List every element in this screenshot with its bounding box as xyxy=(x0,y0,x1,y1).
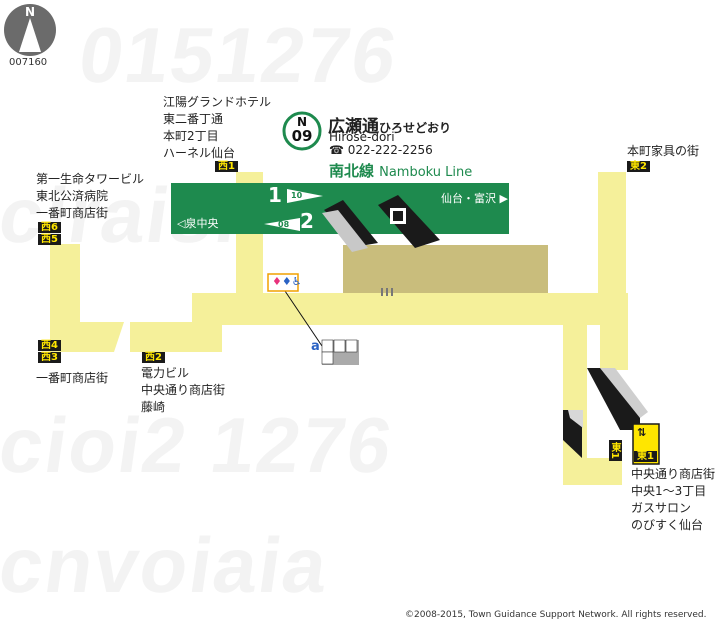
next-station-up: 10 xyxy=(291,191,303,200)
label-w3-destinations: 一番町商店街 xyxy=(36,371,109,385)
flag-down-icon xyxy=(264,218,300,231)
exit-w2: 西2 xyxy=(142,352,165,363)
copyright: ©2008-2015, Town Guidance Support Networ… xyxy=(405,610,707,620)
phone-icon: ☎ xyxy=(329,143,344,157)
compass-letter: N xyxy=(24,5,36,19)
main-corridor xyxy=(192,293,628,325)
escalator-e1 xyxy=(587,368,640,430)
phone-icon xyxy=(321,351,334,365)
exit-e2: 東2 xyxy=(627,161,650,172)
exit-e1-vertical: 東1 xyxy=(609,440,622,461)
escalator-e1-gray xyxy=(600,368,648,418)
flag-up-icon xyxy=(287,189,323,203)
label-e2-destinations: 本町家具の街 xyxy=(627,144,700,158)
compass: N xyxy=(4,4,56,56)
line-name-jp: 南北線 xyxy=(329,162,375,180)
corridor-w2-slope xyxy=(130,293,220,352)
station-name-kana: ひろせどおり xyxy=(379,121,452,135)
person-icon xyxy=(345,339,358,353)
station-name-kanji: 広瀬通 xyxy=(328,117,379,137)
restroom-male-icon: ♦ xyxy=(281,275,292,288)
wheelchair-icon xyxy=(321,339,334,353)
direction-right: 仙台・富沢 ▶ xyxy=(441,192,508,205)
line-name-en: Namboku Line xyxy=(379,165,473,180)
ticket-gate-icon xyxy=(381,288,393,296)
corridor-e1 xyxy=(563,325,587,485)
phone-number: 022-222-2256 xyxy=(347,143,433,157)
concourse-block xyxy=(343,245,548,293)
station-phone: ☎ 022-222-2256 xyxy=(329,143,433,157)
direction-left: ◁泉中央 xyxy=(177,217,219,230)
label-e1-destinations: 中央通り商店街 中央1～3丁目 ガスサロン のびすく仙台 xyxy=(631,467,716,532)
restroom-female-icon: ♦ xyxy=(272,275,282,288)
station-badge xyxy=(282,111,322,151)
restroom-icon xyxy=(267,273,299,292)
north-arrow-icon xyxy=(19,18,41,52)
car-icon xyxy=(333,339,346,353)
exit-w4: 西4 xyxy=(38,340,61,351)
line-name: 南北線 Namboku Line xyxy=(329,160,472,181)
exit-w5: 西5 xyxy=(38,234,61,245)
stair-platform-1-gray xyxy=(322,210,368,252)
station-number: 09 xyxy=(291,127,313,145)
station-name: 広瀬通ひろせどおり xyxy=(328,112,451,137)
exit-w6: 西6 xyxy=(38,222,61,233)
facility-marker: a xyxy=(311,339,320,354)
label-w1-destinations: 江陽グランドホテル 東二番丁通 本町2丁目 ハーネル仙台 xyxy=(163,95,272,160)
accessible-icon: ♿ xyxy=(291,275,302,288)
track-2-number: 2 xyxy=(300,209,314,233)
map-code: 007160 xyxy=(9,57,48,68)
exit-w1: 西1 xyxy=(215,161,238,172)
next-station-down: 08 xyxy=(278,220,290,229)
label-w2-destinations: 電力ビル 中央通り商店街 藤崎 xyxy=(141,366,226,414)
label-w6-destinations: 第一生命タワービル 東北公済病院 一番町商店街 xyxy=(36,172,145,220)
corridor-e2 xyxy=(598,172,626,325)
station-line-letter: N xyxy=(296,115,308,129)
corridor-e1-bottom xyxy=(587,458,622,485)
stair-e1-gray xyxy=(568,410,583,428)
exit-w3: 西3 xyxy=(38,352,61,363)
exit-e1: 東1 xyxy=(634,451,657,462)
facility-leader-line xyxy=(284,290,323,347)
elevator-glyph-icon: ⇅ xyxy=(637,426,647,439)
track-1-number: 1 xyxy=(268,183,282,207)
station-romaji: Hirose-dori xyxy=(329,130,395,144)
restroom-glyphs: ♦♦♿ xyxy=(272,275,302,289)
corridor-e1-right xyxy=(600,325,628,370)
corridor-w4 xyxy=(50,322,124,352)
